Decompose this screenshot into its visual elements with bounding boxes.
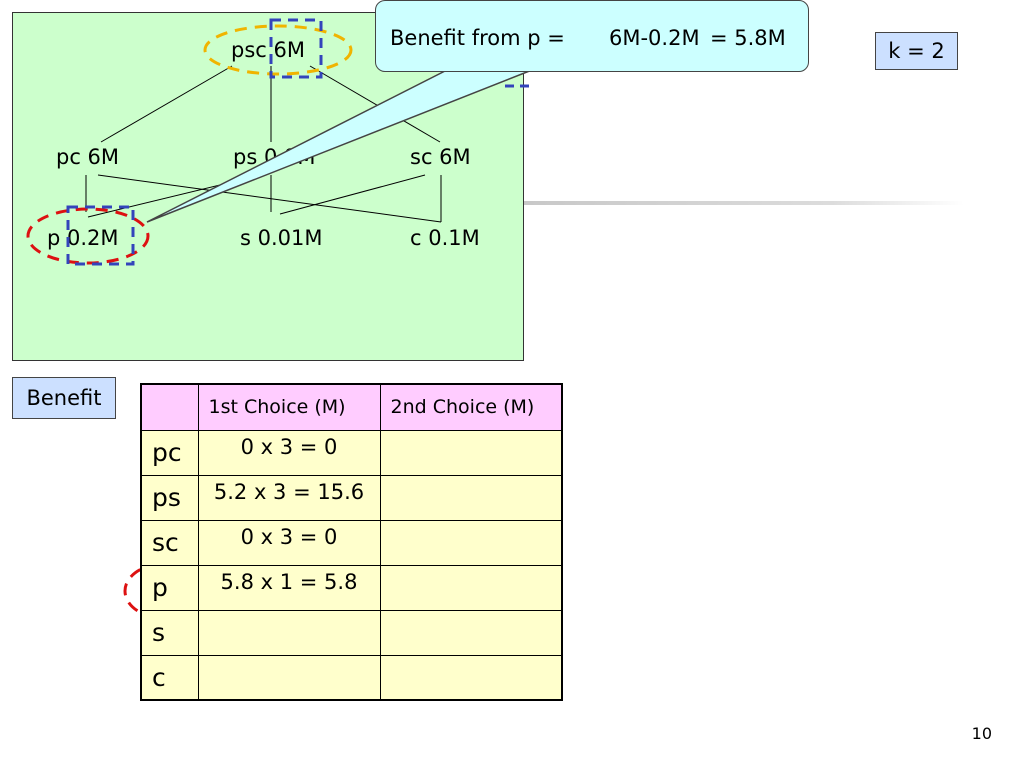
row-first-choice: 5.8 x 1 = 5.8: [197, 564, 381, 611]
callout-expression: 6M-0.2M: [609, 26, 700, 50]
table-row: c: [140, 654, 563, 701]
row-view: p: [140, 564, 199, 611]
row-first-choice-value: 5.8 x 1 = 5.8: [220, 569, 358, 594]
header-first-choice: 1st Choice (M): [197, 383, 381, 431]
row-first-choice: 0 x 3 = 0: [197, 519, 381, 566]
row-first-choice: 0 x 3 = 0: [197, 429, 381, 476]
row-second-choice: [379, 429, 563, 476]
node-psc: psc 6M: [231, 38, 305, 62]
edge-sc-s: [279, 174, 426, 215]
row-view: s: [140, 609, 199, 656]
edge-pc-c: [97, 174, 442, 223]
k-label: k = 2: [875, 32, 958, 70]
divider-bar: [524, 201, 964, 205]
row-first-choice-value: 0 x 3 = 0: [240, 434, 338, 459]
edge-psc-pc: [100, 65, 233, 143]
row-second-choice: [379, 609, 563, 656]
node-c: c 0.1M: [410, 226, 480, 250]
row-view: sc: [140, 519, 199, 566]
row-view: c: [140, 654, 199, 701]
node-p: p 0.2M: [47, 226, 119, 250]
table-row: ps 5.2 x 3 = 15.6: [140, 474, 563, 521]
benefit-callout: Benefit from p = 6M-0.2M = 5.8M: [375, 0, 809, 72]
table-row: sc 0 x 3 = 0: [140, 519, 563, 566]
node-sc: sc 6M: [410, 145, 471, 169]
row-second-choice: [379, 654, 563, 701]
row-view: ps: [140, 474, 199, 521]
row-first-choice: [197, 654, 381, 701]
node-s: s 0.01M: [240, 226, 323, 250]
header-second-choice: 2nd Choice (M): [379, 383, 563, 431]
callout-result: = 5.8M: [710, 26, 786, 50]
table-row: p 5.8 x 1 = 5.8: [140, 564, 563, 611]
psc-measure-box: [269, 18, 323, 79]
callout-pointer: [146, 69, 533, 223]
lattice-edges: [85, 65, 442, 223]
callout-label: Benefit from p =: [390, 26, 565, 50]
edge-psc-sc: [309, 65, 441, 143]
benefit-label: Benefit: [12, 377, 116, 419]
page-number: 10: [971, 724, 992, 743]
table-row: s: [140, 609, 563, 656]
psc-highlight-ellipse: [203, 24, 353, 76]
p-selected-ellipse: [26, 207, 150, 265]
row-first-choice-value: 0 x 3 = 0: [240, 524, 338, 549]
p-measure-box: [66, 205, 135, 266]
header-view: [140, 383, 199, 431]
row-first-choice-value: 5.2 x 3 = 15.6: [213, 479, 365, 504]
node-pc: pc 6M: [56, 145, 120, 169]
row-second-choice: [379, 519, 563, 566]
table-row: pc 0 x 3 = 0: [140, 429, 563, 476]
row-first-choice: 5.2 x 3 = 15.6: [197, 474, 381, 521]
benefit-table: 1st Choice (M) 2nd Choice (M) pc 0 x 3 =…: [140, 383, 563, 701]
row-first-choice: [197, 609, 381, 656]
row-view: pc: [140, 429, 199, 476]
row-second-choice: [379, 474, 563, 521]
row-second-choice: [379, 564, 563, 611]
table-header-row: 1st Choice (M) 2nd Choice (M): [140, 383, 563, 431]
